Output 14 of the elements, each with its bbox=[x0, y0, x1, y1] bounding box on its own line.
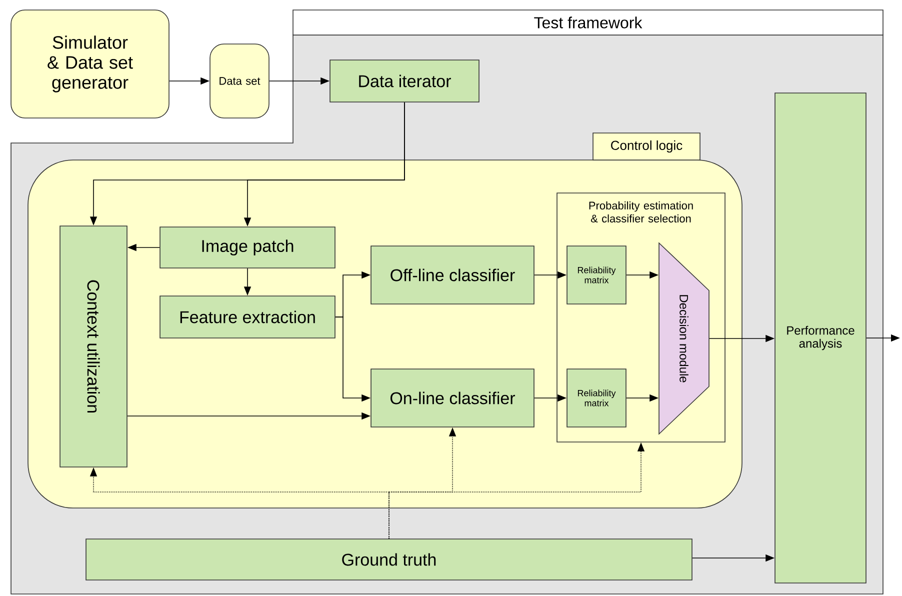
process-box: Context utilization bbox=[60, 226, 128, 468]
node-label: Control logic bbox=[611, 140, 682, 153]
process-box: Feature extraction bbox=[160, 296, 336, 338]
process-box: Image patch bbox=[160, 226, 336, 268]
process-box: Data iterator bbox=[330, 60, 480, 102]
process-box: On-line classifier bbox=[370, 368, 534, 428]
process-box: Reliability matrix bbox=[566, 368, 626, 428]
rounded-box: Simulator & Data set generator bbox=[10, 10, 170, 118]
process-box: Ground truth bbox=[86, 538, 692, 580]
process-box: Performance analysis bbox=[774, 92, 866, 584]
process-box: Reliability matrix bbox=[566, 246, 626, 304]
rounded-box: Data set bbox=[210, 44, 270, 118]
node-label: Test framework bbox=[534, 16, 642, 28]
process-box: Off-line classifier bbox=[370, 246, 534, 304]
